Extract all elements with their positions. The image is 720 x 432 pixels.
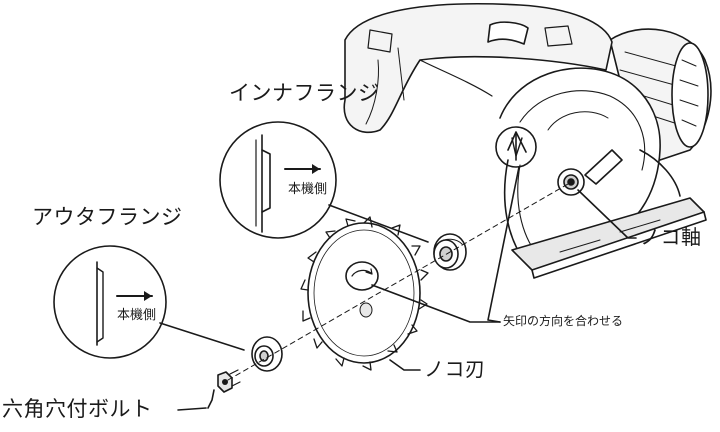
- saw-blade-part: [300, 216, 429, 371]
- assembly-axis: [227, 183, 569, 381]
- outer-flange-callout: [53, 245, 245, 359]
- outer-flange-label: アウタフランジ: [32, 205, 183, 229]
- inner-flange-callout: [219, 121, 429, 243]
- outer-machine-side-label: 本機側: [117, 308, 157, 323]
- arrow-direction-label: 矢印の方向を合わせる: [503, 314, 624, 328]
- guard-arrow-highlight: [495, 126, 537, 168]
- inner-machine-side-label: 本機側: [288, 182, 328, 197]
- hex-bolt-leader: [207, 389, 215, 409]
- saw-shaft-leader: [577, 189, 637, 239]
- arrow-direction-leader-blade: [371, 284, 501, 323]
- outer-flange-part: [251, 336, 283, 372]
- hex-bolt-label: 六角穴付ボルト: [2, 397, 153, 421]
- saw-shaft-label: ノコ軸: [640, 225, 702, 249]
- saw-blade-leader: [389, 359, 421, 371]
- saw-blade-label: ノコ刃: [424, 357, 486, 381]
- hex-bolt-part: [217, 369, 241, 393]
- inner-flange-label: インナフランジ: [229, 81, 380, 105]
- circular-saw-illustration: [343, 2, 712, 279]
